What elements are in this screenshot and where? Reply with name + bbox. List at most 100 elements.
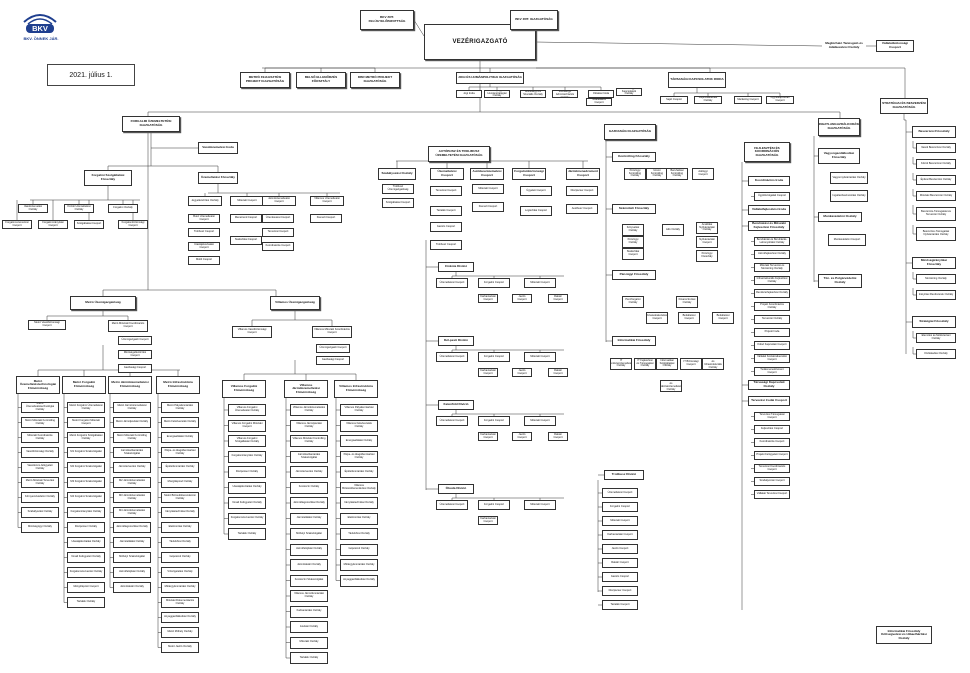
traffic-unit: Mobil Csoport [188, 256, 220, 265]
trolleybus-unit: Diszpécser Csoport [602, 586, 638, 596]
metro-unit: Metró Műszaki Kontrolling Osztály [113, 432, 151, 443]
bus-division-unit: Műszaki Csoport [524, 416, 556, 426]
metro-staff-unit: Metró Vasútbiztonsági Csoport [28, 320, 66, 330]
economic-unit: Finanszírozási Osztály [676, 296, 698, 308]
metro-unit: Távközlési Osztály [161, 537, 199, 548]
property-department: Vagyongazdálkodási Főosztály [818, 148, 860, 164]
tram-unit: Villamos Járműfenntartási Osztály [290, 590, 328, 602]
metro-unit: Környezetvédelmi Osztály [21, 492, 59, 503]
metro-unit: Műhelyi Szakszolgálat [113, 552, 151, 563]
bus-division-unit: Üzemeltetési Csoport [436, 416, 468, 426]
tram-unit: Javítási Osztály [290, 621, 328, 633]
hr-unit: Központi Munkaügyi Adminisztrációs Osztá… [552, 90, 578, 98]
metro-chief-engineering: Metró Infrastruktúra Főmérnökség [156, 376, 200, 394]
metro-unit: Metró Járműüzemeltetési Osztály [113, 402, 151, 413]
bus-division-unit: Üzemeltetési Csoport [436, 278, 468, 288]
bus-directorate-box: AUTÓBUSZ ÉS TROLIBUSZ ÜZEMELTETÉSI IGAZG… [428, 146, 490, 162]
development-unit: Tervezési Osztály [754, 315, 790, 324]
strategy-unit: Építési Beszerzési Osztály [916, 175, 956, 185]
development-unit: Tudásmenedzsment Csoport [754, 367, 790, 376]
tram-unit: Járműfelújítási Osztály [290, 543, 328, 556]
property-department: Munkavédelmi Osztály [818, 212, 862, 222]
logo-brand: BKV [32, 24, 48, 33]
development-unit: Koordinációs Csoport [754, 438, 790, 447]
traffic-department: Forgalmi Szolgáltatási Főosztály [84, 170, 132, 186]
tram-unit: Villamos Felsővezeték Osztály [340, 419, 378, 432]
bus-division-unit: Javító Csoport [512, 432, 532, 441]
traffic-unit: Statisztikai Csoport [230, 236, 262, 245]
tram-unit: Anyaggazdálkodási Osztály [340, 574, 378, 587]
development-unit: Tervezési Koordinációs Csoport [754, 464, 790, 473]
bus-unit: Logisztikai Csoport [520, 206, 552, 216]
economic-unit: Statisztikai Csoport [622, 248, 644, 260]
bus-division: Kelenföld Divízió [438, 400, 474, 410]
tram-staff-unit: Villamos Vasútbiztonsági Csoport [232, 326, 272, 338]
metro-unit: M2 Forgalmi Szakszolgálat [67, 462, 105, 473]
tram-unit: Távközlési Osztály [340, 528, 378, 540]
hr-unit: Személyügyi és Humánstratégiai Osztály [484, 90, 510, 98]
strategy-unit: Monitoring Osztály [916, 274, 956, 284]
tram-unit: Gépészeti Osztály [340, 543, 378, 556]
metro-unit: Irányítástechnikai Osztály [161, 507, 199, 518]
traffic-unit: Tervezési Csoport [262, 228, 294, 237]
development-unit: Szabályozási Csoport [754, 477, 790, 486]
development-unit: Járműfejlesztési Osztály [754, 250, 790, 259]
economic-unit: Pénzügyi Osztály [622, 236, 644, 248]
metro-unit: M3 Forgalmi Szakszolgálat [67, 477, 105, 488]
development-unit: Külső Kapcsolati Csoport [754, 341, 790, 350]
tram-chief-engineering: Villamos Forgalmi Főmérnökség [222, 380, 266, 398]
communications-unit: Marketing Csoport [734, 96, 762, 104]
metro-unit: Metró Biztosítóberendezési Osztály [161, 492, 199, 503]
bus-unit: Garázs Csoport [430, 222, 462, 232]
bus-division-unit: Karbantartási Csoport [478, 432, 498, 441]
metro-unit: Metró Forgalmi Szolgáltatási Osztály [67, 432, 105, 443]
connector-line [535, 41, 823, 47]
development-unit: Rendszerfejlesztési Osztály [754, 289, 790, 298]
economic-unit: Adatkezelési és Infrastrukturális Osztál… [702, 358, 724, 370]
strategy-unit: Beszerzés-Támogatási és Tervezési Osztál… [916, 207, 956, 221]
tram-unit: Diszpécser Osztály [228, 466, 266, 478]
bus-unit: Autóbusz Csoport [566, 204, 598, 214]
strategy-directorate-box: STRATÉGIAI ÉS BESZERZÉSI IGAZGATÓSÁG [880, 98, 928, 114]
traffic-unit: Busz Üzemeltetési Csoport [188, 214, 220, 223]
metro-staff-unit: Üzemigazgatói Csoport [118, 336, 152, 345]
metro-operations-box: Metró Üzemigazgatóság [70, 296, 136, 310]
strategy-unit: Irányítási Rendszerek Osztály [916, 290, 956, 300]
tram-unit: Pálya- és Alagútfenntartási Osztály [340, 450, 378, 463]
metro-unit: M1 Forgalmi Szakszolgálat [67, 447, 105, 458]
economic-unit: Analitikai Nyilvántartási Osztály [696, 222, 718, 234]
project-directorate-box: BELSŐ ELLENŐRZÉS FŐOSZTÁLY [296, 72, 346, 88]
metro-unit: M4 Forgalmi Szakszolgálat [67, 492, 105, 503]
bus-unit: Kiemelt Csoport [472, 202, 504, 212]
metro-unit: Pálya- és Alagútfenntartási Osztály [161, 447, 199, 458]
bus-division-unit: Karbantartási Csoport [478, 516, 498, 525]
development-unit: Műszaki Tervezési és Monitoring Osztály [754, 263, 790, 272]
metro-unit: Forgalomirányítási Osztály [67, 507, 105, 518]
tram-chief-engineering: Villamos Járműüzemeltetési Főmérnökség [284, 380, 328, 398]
traffic-unit: Forgalomszervezési Csoport [2, 220, 32, 229]
tram-unit: Kocsiszíni Szakszolgálat [290, 574, 328, 587]
metro-unit: Járműfelújítási Osztály [113, 567, 151, 578]
economic-unit: Adóügyi Csoport [692, 168, 714, 180]
development-unit: Fejlesztési Csoport [754, 425, 790, 434]
economic-unit: Telekommunikációs és Hálózatüzemeltetési… [660, 380, 682, 392]
metro-unit: Anyaggazdálkodási Osztály [161, 612, 199, 623]
metro-unit: Metró Felsővezeték Osztály [161, 417, 199, 428]
traffic-unit: Forgalombiztonsági Csoport [118, 220, 148, 229]
bus-department: Autóbuszüzemelési Csoport [470, 168, 504, 180]
tram-unit: Villamos Forgalmi Szolgáltatási Osztály [228, 435, 266, 447]
bus-division-unit: Karbantartási Csoport [478, 294, 498, 303]
property-unit: Vagyonnyilvántartási Osztály [830, 172, 868, 184]
bus-division: Dél-pesti Divízió [438, 336, 474, 346]
tram-unit: Műhelyi Szakszolgálat [290, 528, 328, 540]
traffic-unit: Forgalmi Osztály [108, 204, 138, 213]
tram-unit: Energiaellátási Osztály [340, 435, 378, 447]
metro-unit: Szabályozási Osztály [21, 507, 59, 518]
tram-operations-box: Villamos Üzemigazgatóság [270, 296, 320, 310]
development-unit: Infrastrukturális Fejlesztési Osztály [754, 276, 790, 285]
property-unit: Ingatlanhasznosítási Osztály [830, 190, 868, 202]
logo-subtitle: BKV. ÖNNEK JÁR. [23, 36, 59, 41]
metro-unit: Metró Műszaki Tervezési Osztály [21, 477, 59, 488]
bus-division: Óbuda Divízió [438, 484, 474, 494]
